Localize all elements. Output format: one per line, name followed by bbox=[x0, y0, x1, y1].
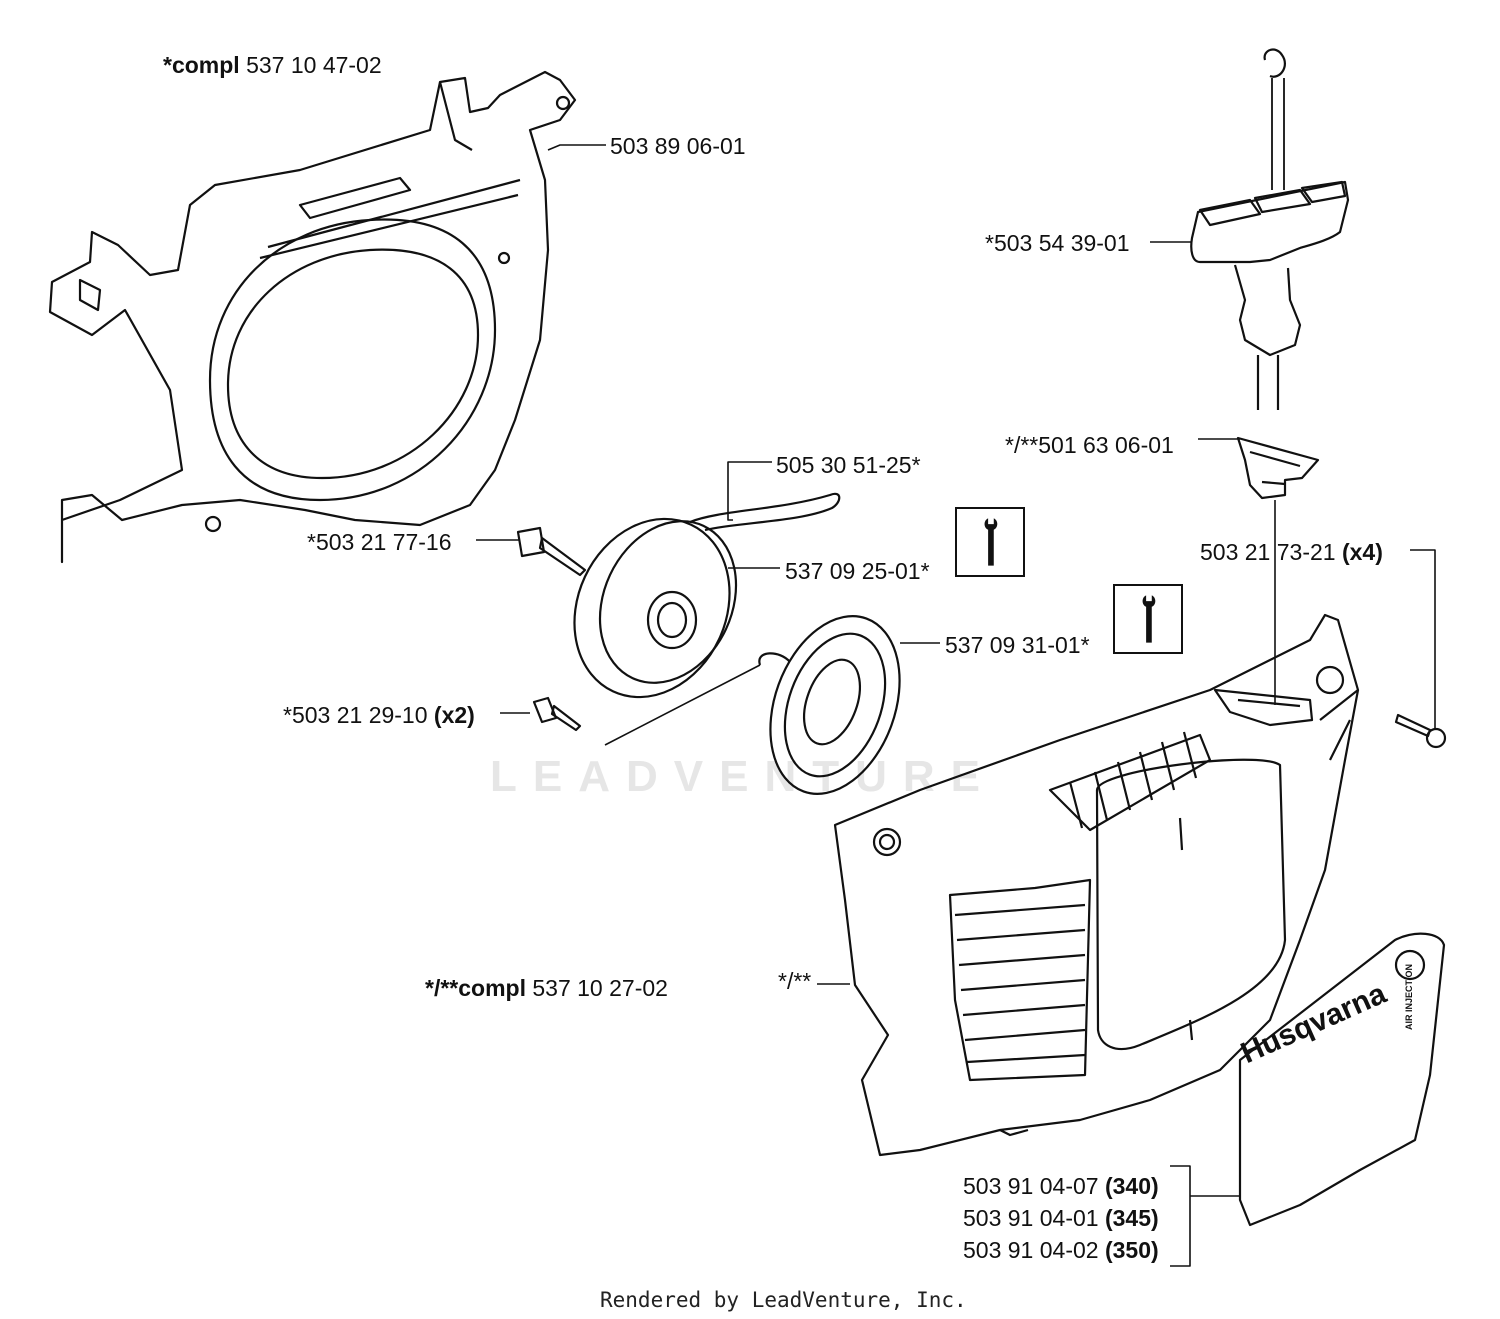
starter-handle bbox=[1190, 48, 1350, 410]
label-compl-top: *compl 537 10 47-02 bbox=[163, 52, 382, 78]
label-decal-345: 503 91 04-01 (345) bbox=[963, 1205, 1159, 1231]
label-501-63-06-01: */**501 63 06-01 bbox=[1005, 432, 1174, 458]
label-505-30-51-25: 505 30 51-25* bbox=[776, 452, 921, 478]
label-decal-350: 503 91 04-02 (350) bbox=[963, 1237, 1159, 1263]
label-decal-340-number: 503 91 04-07 bbox=[963, 1173, 1099, 1199]
label-compl-bottom-number: 537 10 27-02 bbox=[532, 975, 668, 1001]
wrench-icon bbox=[955, 507, 1025, 577]
label-503-54-39-01: *503 54 39-01 bbox=[985, 230, 1130, 256]
screw-left-upper bbox=[516, 526, 587, 577]
label-503-21-77-16: *503 21 77-16 bbox=[307, 529, 452, 555]
screw-left-lower bbox=[532, 696, 582, 732]
label-decal-350-model: (350) bbox=[1104, 1237, 1159, 1263]
decal bbox=[1238, 932, 1446, 1227]
wrench-icon bbox=[1113, 584, 1183, 654]
label-537-09-31-01: 537 09 31-01* bbox=[945, 632, 1090, 658]
decal-side-text: AIR INJECTION bbox=[1404, 963, 1414, 1030]
starter-housing-inner bbox=[48, 70, 577, 564]
label-starter-cover: */** bbox=[778, 968, 812, 994]
label-decal-350-number: 503 91 04-02 bbox=[963, 1237, 1099, 1263]
recoil-spring bbox=[758, 615, 901, 795]
label-decal-340-model: (340) bbox=[1104, 1173, 1159, 1199]
label-compl-bottom: */**compl 537 10 27-02 bbox=[425, 975, 668, 1001]
label-503-89-06-01: 503 89 06-01 bbox=[610, 133, 746, 159]
label-503-21-73-21-number: 503 21 73-21 bbox=[1200, 539, 1336, 565]
label-503-21-29-10-qty: (x2) bbox=[433, 702, 475, 728]
label-decal-345-model: (345) bbox=[1104, 1205, 1159, 1231]
label-compl-bottom-bold: compl bbox=[458, 975, 526, 1001]
label-decal-340: 503 91 04-07 (340) bbox=[963, 1173, 1159, 1199]
rope-pulley bbox=[573, 492, 841, 699]
label-503-21-73-21-qty: (x4) bbox=[1341, 539, 1383, 565]
label-compl-top-number: 537 10 47-02 bbox=[246, 52, 382, 78]
label-503-21-29-10-number: *503 21 29-10 bbox=[283, 702, 428, 728]
footer-credit: Rendered by LeadVenture, Inc. bbox=[600, 1288, 967, 1312]
starter-cover bbox=[833, 613, 1360, 1157]
label-compl-bottom-prefix: */** bbox=[425, 975, 459, 1001]
screw-right bbox=[1394, 713, 1447, 749]
label-537-09-25-01: 537 09 25-01* bbox=[785, 558, 930, 584]
label-decal-345-number: 503 91 04-01 bbox=[963, 1205, 1099, 1231]
watermark: LEADVENTURE bbox=[490, 752, 997, 801]
label-503-21-29-10: *503 21 29-10 (x2) bbox=[283, 702, 475, 728]
label-compl-top-prefix: *compl bbox=[163, 52, 240, 78]
label-503-21-73-21: 503 21 73-21 (x4) bbox=[1200, 539, 1383, 565]
rope-guide-bushing bbox=[1236, 436, 1320, 500]
